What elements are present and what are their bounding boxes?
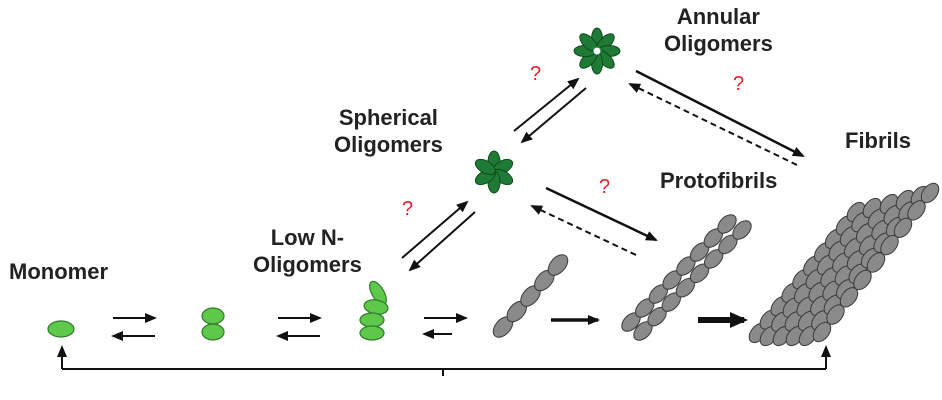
oligomer-bead [732, 220, 752, 240]
spherical-annular-equilibrium-arrow [513, 77, 587, 144]
lown-chain-equilibrium-arrow [422, 313, 468, 339]
monomer-dimer-equilibrium-arrow [111, 313, 157, 341]
low-n-label-line2: Oligomers [253, 252, 362, 277]
dimer-lown-equilibrium-arrow [276, 313, 322, 341]
monomer-label: Monomer [9, 259, 108, 284]
protofibrils-label: Protofibrils [660, 168, 778, 193]
question-mark-annular-fibrils: ? [733, 73, 745, 95]
low-n-oligomer-icon [359, 280, 389, 341]
short-chain-icon [492, 254, 569, 338]
spherical-oligomers-label: Spherical Oligomers [334, 104, 443, 158]
monomer-icon [47, 320, 75, 338]
oligomer-bead [920, 182, 940, 204]
oligomer-bead [547, 254, 569, 276]
fibril-icon [748, 182, 940, 347]
low-n-label-line1: Low N- [270, 225, 345, 250]
dimer-icon [201, 307, 225, 341]
spherical-oligomer-icon [474, 150, 514, 194]
spherical-protofibril-arrow [545, 186, 658, 242]
question-mark-spherical-annular: ? [530, 63, 542, 85]
question-mark-spherical-protofibrils: ? [599, 176, 611, 198]
annular-label-line1: Annular [676, 4, 760, 29]
fibril-monomer-feedback-bracket [57, 345, 831, 376]
spherical-label-line2: Oligomers [334, 132, 443, 157]
protofibril-spherical-dashed-arrow [530, 205, 637, 256]
question-mark-lown-spherical: ? [402, 198, 414, 220]
annular-oligomer-icon [573, 27, 621, 75]
annular-fibril-arrow [635, 69, 805, 158]
lown-spherical-equilibrium-arrow [401, 200, 476, 272]
fibrils-label: Fibrils [845, 128, 912, 153]
low-n-oligomers-label: Low N- Oligomers [253, 224, 362, 278]
fibril-annular-dashed-arrow [628, 83, 798, 166]
annular-label-line2: Oligomers [664, 31, 773, 56]
annular-oligomers-label: Annular Oligomers [664, 3, 773, 57]
spherical-label-line1: Spherical [338, 105, 438, 130]
oligomer-bead [717, 214, 737, 234]
protofibril-icon [621, 214, 752, 341]
